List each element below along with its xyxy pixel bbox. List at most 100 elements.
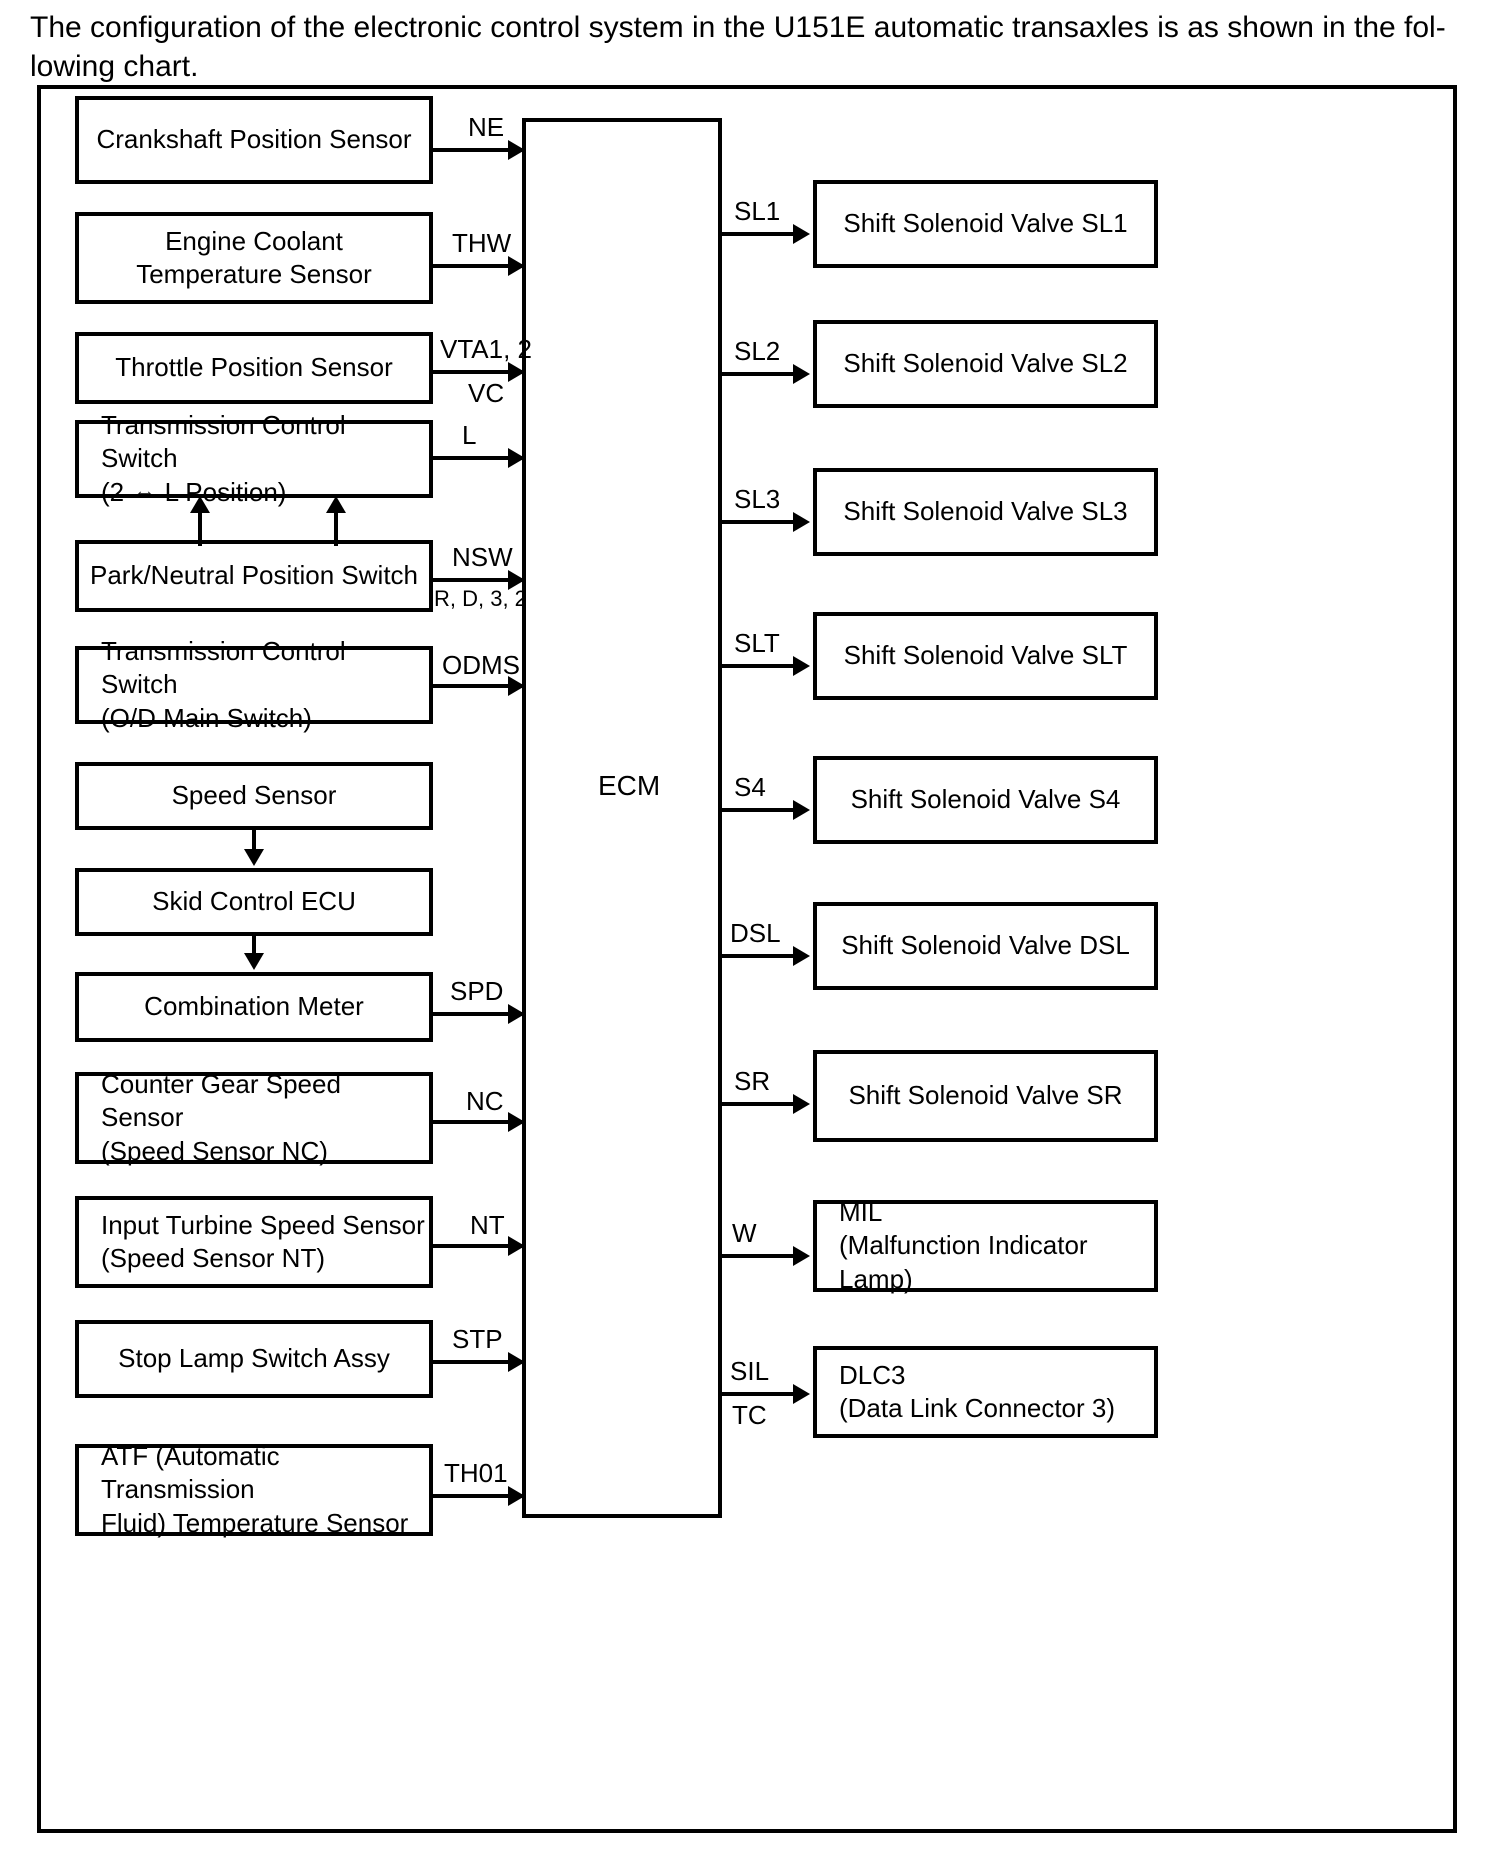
connector-line-slt: [720, 664, 798, 668]
input-label-line1: Combination Meter: [144, 991, 364, 1022]
signal-label-s4: S4: [734, 772, 766, 802]
input-box-stop-lamp-switch-assy: Stop Lamp Switch Assy: [75, 1320, 433, 1398]
connector-line-l: [433, 456, 525, 460]
input-box-crankshaft-position-sensor: Crankshaft Position Sensor: [75, 96, 433, 184]
arrow-head-spd: [508, 1004, 525, 1024]
input-label-line1: Park/Neutral Position Switch: [89, 560, 419, 591]
output-label-line1: Shift Solenoid Valve S4: [850, 784, 1121, 815]
connector-line-sl1: [720, 232, 798, 236]
output-label-line1: Shift Solenoid Valve SL1: [843, 208, 1128, 239]
intro-line-2: lowing chart.: [30, 50, 199, 83]
signal-label-rd32: R, D, 3, 2: [434, 586, 527, 611]
arrow-head-s4: [793, 800, 810, 820]
signal-label-th01: TH01: [444, 1458, 508, 1488]
output-box-shift-solenoid-valve-sr: Shift Solenoid Valve SR: [813, 1050, 1158, 1142]
output-label-line1: DLC3: [839, 1359, 906, 1390]
connector-line-stp: [433, 1360, 525, 1364]
arrow-head-sl1: [793, 224, 810, 244]
input-label-line1: Stop Lamp Switch Assy: [118, 1343, 390, 1374]
connector-line-ne: [433, 148, 525, 152]
signal-label-dsl: DSL: [730, 918, 781, 948]
output-box-shift-solenoid-valve-s4: Shift Solenoid Valve S4: [813, 756, 1158, 844]
diagram-frame: [37, 85, 1457, 1833]
arrow-head-vta: [508, 362, 525, 382]
output-label-line1: Shift Solenoid Valve SR: [848, 1080, 1123, 1111]
input-label-line1: Transmission Control Switch: [101, 410, 346, 474]
intro-text: The configuration of the electronic cont…: [30, 8, 1480, 86]
arrow-head-sl2: [793, 364, 810, 384]
arrow-head-w: [793, 1246, 810, 1266]
input-label-line2: (Speed Sensor NC): [101, 1135, 328, 1166]
output-box-shift-solenoid-valve-sl2: Shift Solenoid Valve SL2: [813, 320, 1158, 408]
input-box-input-turbine-speed-sensor: Input Turbine Speed Sensor (Speed Sensor…: [75, 1196, 433, 1288]
input-label-line2: (O/D Main Switch): [101, 702, 312, 733]
output-box-shift-solenoid-valve-dsl: Shift Solenoid Valve DSL: [813, 902, 1158, 990]
arrow-head-skid-to-meter: [244, 953, 264, 970]
connector-line-nsw: [433, 578, 525, 582]
arrow-head-sl3: [793, 512, 810, 532]
arrow-head-nt: [508, 1236, 525, 1256]
connector-line-speed-to-skid: [252, 830, 256, 852]
connector-line-nc: [433, 1120, 525, 1124]
output-label-line2: (Data Link Connector 3): [839, 1393, 1116, 1423]
signal-label-slt: SLT: [734, 628, 780, 658]
connector-line-nt: [433, 1244, 525, 1248]
output-label-line1: Shift Solenoid Valve DSL: [841, 930, 1130, 961]
arrow-head-stp: [508, 1352, 525, 1372]
signal-label-stp: STP: [452, 1324, 503, 1354]
output-box-shift-solenoid-valve-sl1: Shift Solenoid Valve SL1: [813, 180, 1158, 268]
connector-line-spd: [433, 1012, 525, 1016]
arrow-head-th01: [508, 1486, 525, 1506]
input-box-counter-gear-speed-sensor: Counter Gear Speed Sensor (Speed Sensor …: [75, 1069, 433, 1166]
connector-line-s4: [720, 808, 798, 812]
input-box-engine-coolant-temperature-sensor: Engine Coolant Temperature Sensor: [75, 212, 433, 304]
signal-label-nsw: NSW: [452, 542, 513, 572]
arrow-head-sil: [793, 1384, 810, 1404]
signal-label-w: W: [732, 1218, 757, 1248]
connector-line-w: [720, 1254, 798, 1258]
ecm-label: ECM: [598, 770, 661, 801]
input-box-park-neutral-position-switch: Park/Neutral Position Switch: [75, 540, 433, 612]
signal-label-nc: NC: [466, 1086, 504, 1116]
connector-line-odms: [433, 684, 525, 688]
arrow-head-nc: [508, 1112, 525, 1132]
input-label-line1: Speed Sensor: [171, 780, 337, 811]
input-label-line2: Temperature Sensor: [136, 259, 372, 289]
signal-label-ne: NE: [468, 112, 505, 142]
input-label-line1: Throttle Position Sensor: [115, 352, 393, 383]
connector-line-sil: [720, 1392, 798, 1396]
output-box-shift-solenoid-valve-sl3: Shift Solenoid Valve SL3: [813, 468, 1158, 556]
input-label-line1: Engine Coolant: [165, 225, 343, 256]
arrow-head-pnp-right: [326, 496, 346, 513]
input-box-transmission-control-switch-od: Transmission Control Switch (O/D Main Sw…: [75, 636, 433, 733]
output-box-dlc3: DLC3 (Data Link Connector 3): [813, 1346, 1158, 1438]
output-box-mil: MIL (Malfunction Indicator Lamp): [813, 1197, 1158, 1294]
arrow-head-nsw: [508, 570, 525, 590]
arrow-head-thw: [508, 256, 525, 276]
signal-label-spd: SPD: [450, 976, 504, 1006]
signal-label-sl1: SL1: [734, 196, 781, 226]
input-label-line2: Fluid) Temperature Sensor: [101, 1507, 409, 1538]
connector-line-sl2: [720, 372, 798, 376]
input-box-combination-meter: Combination Meter: [75, 972, 433, 1042]
signal-label-vc: VC: [468, 378, 505, 408]
connector-line-sr: [720, 1102, 798, 1106]
arrow-head-l: [508, 448, 525, 468]
connector-line-sl3: [720, 520, 798, 524]
output-label-line1: Shift Solenoid Valve SL2: [843, 348, 1128, 379]
arrow-head-speed-to-skid: [244, 849, 264, 866]
output-label-line2: (Malfunction Indicator Lamp): [839, 1230, 1088, 1294]
arrow-head-slt: [793, 656, 810, 676]
signal-label-thw: THW: [452, 228, 512, 258]
output-box-shift-solenoid-valve-slt: Shift Solenoid Valve SLT: [813, 612, 1158, 700]
arrow-head-ne: [508, 140, 525, 160]
arrow-head-pnp-left: [190, 496, 210, 513]
signal-label-sil: SIL: [730, 1356, 770, 1386]
arrow-head-dsl: [793, 946, 810, 966]
connector-line-thw: [433, 264, 525, 268]
signal-label-sr: SR: [734, 1066, 771, 1096]
input-label-line1: Counter Gear Speed Sensor: [101, 1069, 341, 1133]
signal-label-tc: TC: [732, 1400, 767, 1430]
input-box-atf-temperature-sensor: ATF (Automatic Transmission Fluid) Tempe…: [75, 1441, 433, 1538]
connector-line-pnp-left: [198, 512, 202, 546]
